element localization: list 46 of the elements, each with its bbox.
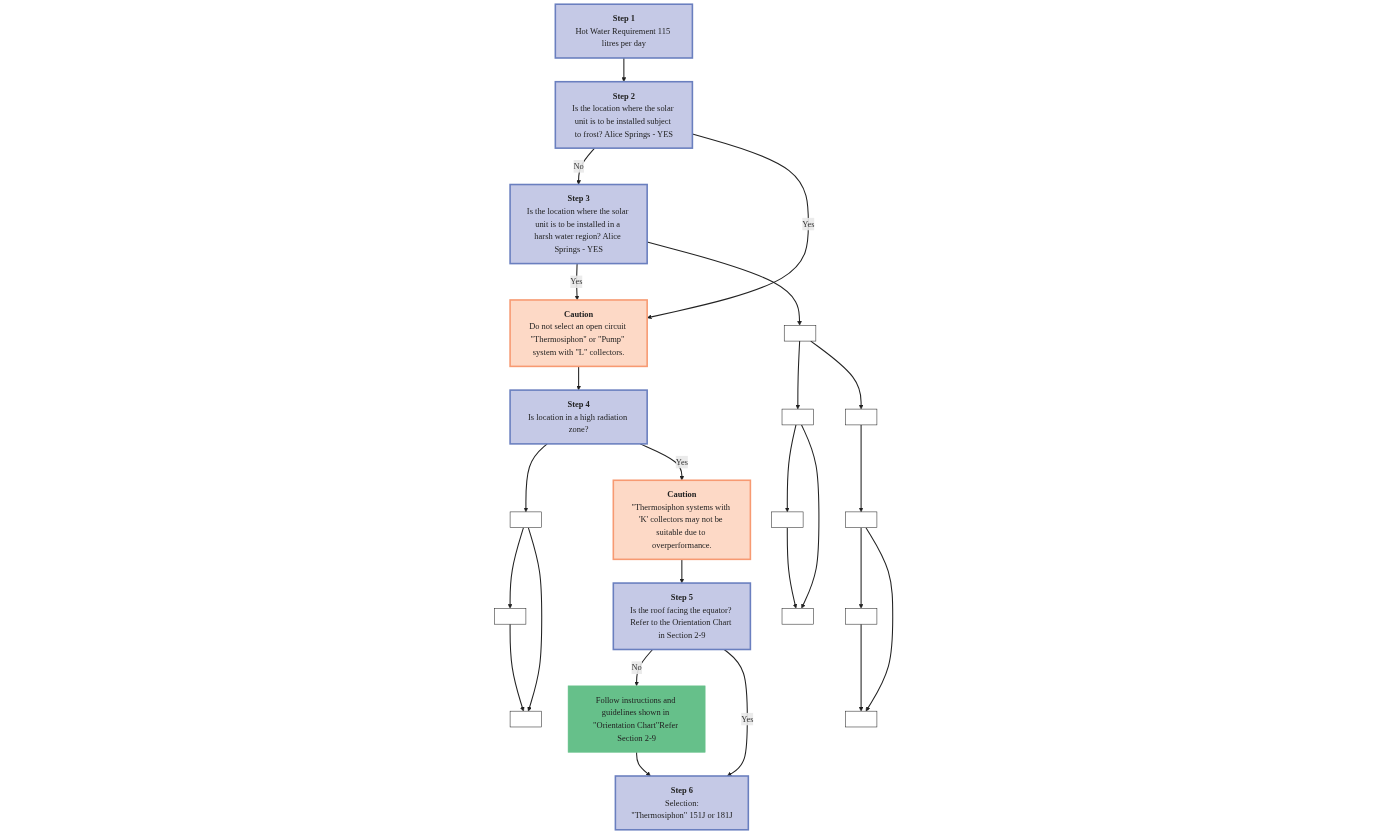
arrow — [507, 527, 524, 609]
arrow — [634, 648, 654, 687]
node-box — [845, 608, 878, 625]
node-box — [783, 325, 817, 342]
edge-label: No — [631, 662, 642, 672]
node-box — [845, 710, 878, 728]
arrow — [786, 527, 798, 609]
arrow — [865, 527, 894, 712]
edge-label: Yes — [570, 277, 583, 286]
edge-label: Yes — [802, 219, 815, 229]
arrow — [509, 623, 525, 712]
node-box: Step 3 Is the location where the solar unit is to be installed in a harsh water region? Alice Springs - YES — [509, 183, 648, 265]
arrow — [576, 365, 581, 391]
node-box: Caution Do not select an open circuit "Thermosiphon" or "Pump" system with "L" collectors. — [509, 299, 648, 368]
arrow — [636, 751, 651, 777]
node-box — [781, 608, 814, 625]
arrow — [784, 424, 797, 513]
node-box — [845, 408, 878, 426]
arrow — [810, 340, 864, 410]
node-box: Step 4 Is location in a high radiation zone? — [509, 389, 648, 445]
arrow — [801, 424, 820, 609]
edge-label: No — [573, 161, 584, 171]
node-box — [845, 511, 878, 528]
arrow — [858, 623, 864, 712]
node-box — [781, 408, 814, 426]
node-box: Follow instructions and guidelines shown in "Orientation Chart"Refer Section 2-9 — [567, 685, 706, 753]
node-box — [509, 710, 542, 728]
node-box: Caution "Thermosiphon systems with 'K' collectors may not be suitable due to overperformance. — [612, 479, 752, 561]
arrow — [527, 527, 543, 712]
node-box — [494, 608, 527, 625]
arrow — [679, 558, 685, 584]
arrow — [858, 527, 864, 609]
arrow — [576, 147, 596, 185]
edge-label: Yes — [675, 457, 688, 467]
node-box: Step 6 Selection: "Thermosiphon" 151J or 181J — [614, 775, 750, 831]
node-box — [771, 511, 804, 528]
arrow — [795, 340, 801, 410]
node-box: Step 5 Is the roof facing the equator? Refer to the Orientation Chart in Section 2-9 — [612, 582, 752, 651]
edge-label: Yes — [741, 714, 754, 724]
arrow — [523, 443, 548, 513]
node-box — [509, 511, 542, 528]
arrow — [723, 648, 748, 777]
arrow — [858, 424, 864, 513]
node-box: Step 2 Is the location where the solar unit is to be installed subject to frost? Alice Springs - YES — [554, 80, 694, 149]
arrow — [621, 57, 627, 82]
node-box: Step 1 Hot Water Requirement 115 litres per day — [554, 3, 694, 59]
